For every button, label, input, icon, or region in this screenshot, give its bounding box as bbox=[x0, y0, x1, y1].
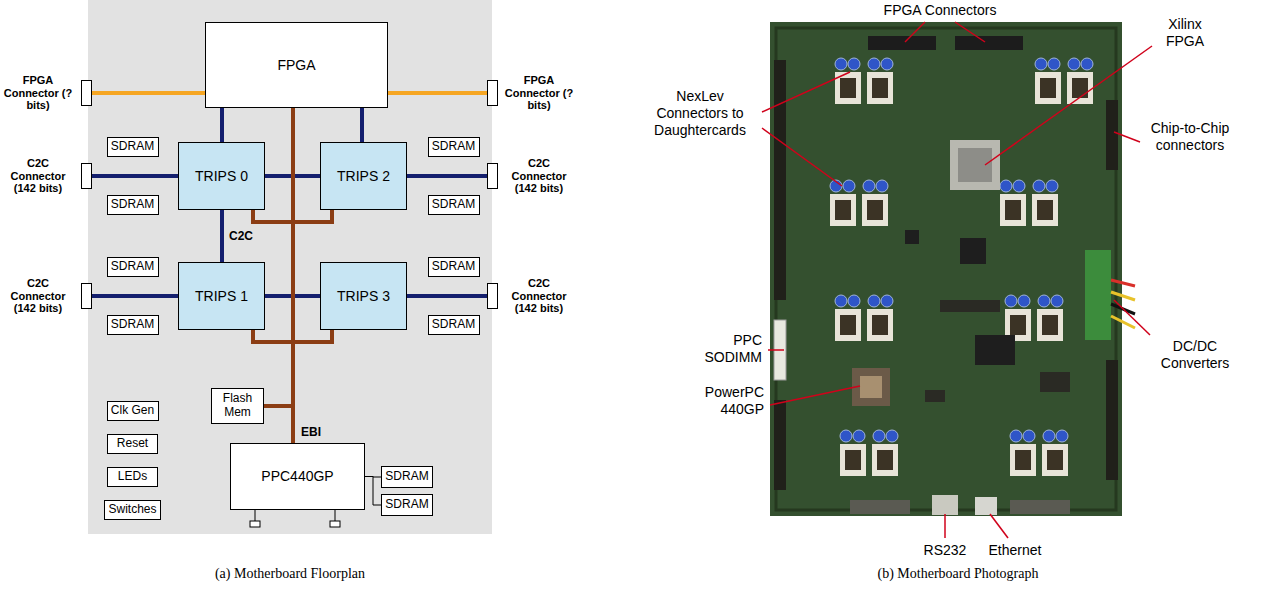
led-box: LEDs bbox=[107, 467, 158, 487]
connector-plug bbox=[487, 283, 498, 309]
ppc-ports bbox=[250, 510, 340, 527]
edge-label: EBI bbox=[299, 425, 323, 439]
processor-box: PPC440GP bbox=[230, 443, 365, 510]
sdram-chip: SDRAM bbox=[381, 466, 433, 488]
node-text: SDRAM bbox=[432, 198, 475, 212]
sdram-chip: SDRAM bbox=[428, 257, 480, 277]
c2c-link-line bbox=[220, 108, 224, 142]
node-text: PPC440GP bbox=[261, 468, 333, 484]
trips-chip: TRIPS 2 bbox=[320, 142, 407, 210]
memory-line bbox=[365, 477, 381, 506]
sdram-chip: SDRAM bbox=[107, 315, 159, 335]
node-text: TRIPS 1 bbox=[195, 288, 248, 304]
floorplan-panel bbox=[88, 0, 492, 534]
node-text: SDRAM bbox=[432, 140, 475, 154]
node-text: SDRAM bbox=[111, 260, 154, 274]
node-text: TRIPS 2 bbox=[337, 168, 390, 184]
sdram-chip: SDRAM bbox=[428, 137, 480, 157]
flash-box: Flash Mem bbox=[211, 388, 264, 424]
edge-label: C2C bbox=[227, 229, 255, 243]
fpga-link-line bbox=[92, 91, 205, 95]
ebi-bus-line bbox=[293, 330, 332, 443]
callout-label: NexLev Connectors to Daughtercards bbox=[645, 88, 755, 138]
callout-label: FPGA Connectors bbox=[860, 2, 1020, 19]
node-text: Switches bbox=[108, 503, 156, 517]
connector-plug bbox=[81, 163, 92, 189]
trips-chip: TRIPS 3 bbox=[320, 262, 407, 330]
leader-lines bbox=[762, 22, 1152, 538]
node-text: SDRAM bbox=[385, 470, 428, 484]
node-text: SDRAM bbox=[385, 498, 428, 512]
node-text: TRIPS 0 bbox=[195, 168, 248, 184]
fpga-connector: FPGA Connector (? bits) bbox=[3, 74, 92, 112]
connector-plug bbox=[487, 80, 498, 106]
node-text: SDRAM bbox=[111, 198, 154, 212]
caption: (b) Motherboard Photograph bbox=[808, 566, 1108, 583]
node-text: FPGA Connector (? bits) bbox=[3, 74, 73, 112]
node-text: SDRAM bbox=[111, 318, 154, 332]
callout-label: Xilinx FPGA bbox=[1150, 16, 1220, 50]
node-text: SDRAM bbox=[432, 318, 475, 332]
ebi-bus-line bbox=[253, 330, 293, 443]
node-text: FPGA Connector (? bits) bbox=[504, 74, 574, 112]
callout-label: PowerPC 440GP bbox=[680, 384, 764, 418]
c2c-link-line bbox=[92, 174, 178, 178]
sdram-chip: SDRAM bbox=[428, 315, 480, 335]
trips-chip: TRIPS 0 bbox=[178, 142, 265, 210]
node-text: C2C Connector (142 bits) bbox=[3, 157, 73, 195]
callout-label: Ethernet bbox=[975, 542, 1055, 559]
ebi-bus-line bbox=[264, 406, 293, 443]
sdram-chip: SDRAM bbox=[107, 257, 159, 277]
callout-label: RS232 bbox=[905, 542, 985, 559]
node-text: SDRAM bbox=[111, 140, 154, 154]
node-text: C2C Connector (142 bits) bbox=[3, 277, 73, 315]
connector-plug bbox=[81, 80, 92, 106]
node-text: LEDs bbox=[118, 470, 147, 484]
node-text: Clk Gen bbox=[111, 404, 154, 418]
c2c-link-line bbox=[407, 174, 487, 178]
connector-plug bbox=[487, 163, 498, 189]
node-text: C2C Connector (142 bits) bbox=[504, 157, 574, 195]
c2c-connector: C2C Connector (142 bits) bbox=[487, 277, 574, 315]
node-text: SDRAM bbox=[432, 260, 475, 274]
node-text: TRIPS 3 bbox=[337, 288, 390, 304]
trips-chip: TRIPS 1 bbox=[178, 262, 265, 330]
fpga-link-line bbox=[388, 91, 487, 95]
c2c-connector: C2C Connector (142 bits) bbox=[487, 157, 574, 195]
connector-plug bbox=[81, 283, 92, 309]
node-text: Reset bbox=[117, 437, 148, 451]
sdram-chip: SDRAM bbox=[107, 195, 159, 215]
sdram-chip: SDRAM bbox=[381, 494, 433, 516]
sdram-chip: SDRAM bbox=[428, 195, 480, 215]
reset-box: Reset bbox=[107, 434, 158, 454]
node-text: C2C Connector (142 bits) bbox=[504, 277, 574, 315]
callout-label: PPC SODIMM bbox=[680, 332, 762, 366]
clock-box: Clk Gen bbox=[107, 401, 159, 421]
c2c-link-line bbox=[220, 210, 224, 262]
callout-label: DC/DC Converters bbox=[1140, 338, 1250, 372]
fpga-chip: FPGA bbox=[205, 22, 388, 108]
c2c-link-line bbox=[360, 108, 364, 142]
sdram-chip: SDRAM bbox=[107, 137, 159, 157]
switch-box: Switches bbox=[104, 500, 161, 520]
c2c-link-line bbox=[407, 294, 487, 298]
caption: (a) Motherboard Floorplan bbox=[140, 566, 440, 583]
callout-label: Chip-to-Chip connectors bbox=[1130, 120, 1250, 154]
c2c-connector: C2C Connector (142 bits) bbox=[3, 157, 92, 195]
c2c-link-line bbox=[92, 294, 178, 298]
c2c-connector: C2C Connector (142 bits) bbox=[3, 277, 92, 315]
node-text: Flash Mem bbox=[213, 392, 262, 420]
fpga-connector: FPGA Connector (? bits) bbox=[487, 74, 574, 112]
board-photo bbox=[770, 22, 1135, 516]
node-text: FPGA bbox=[277, 57, 315, 73]
